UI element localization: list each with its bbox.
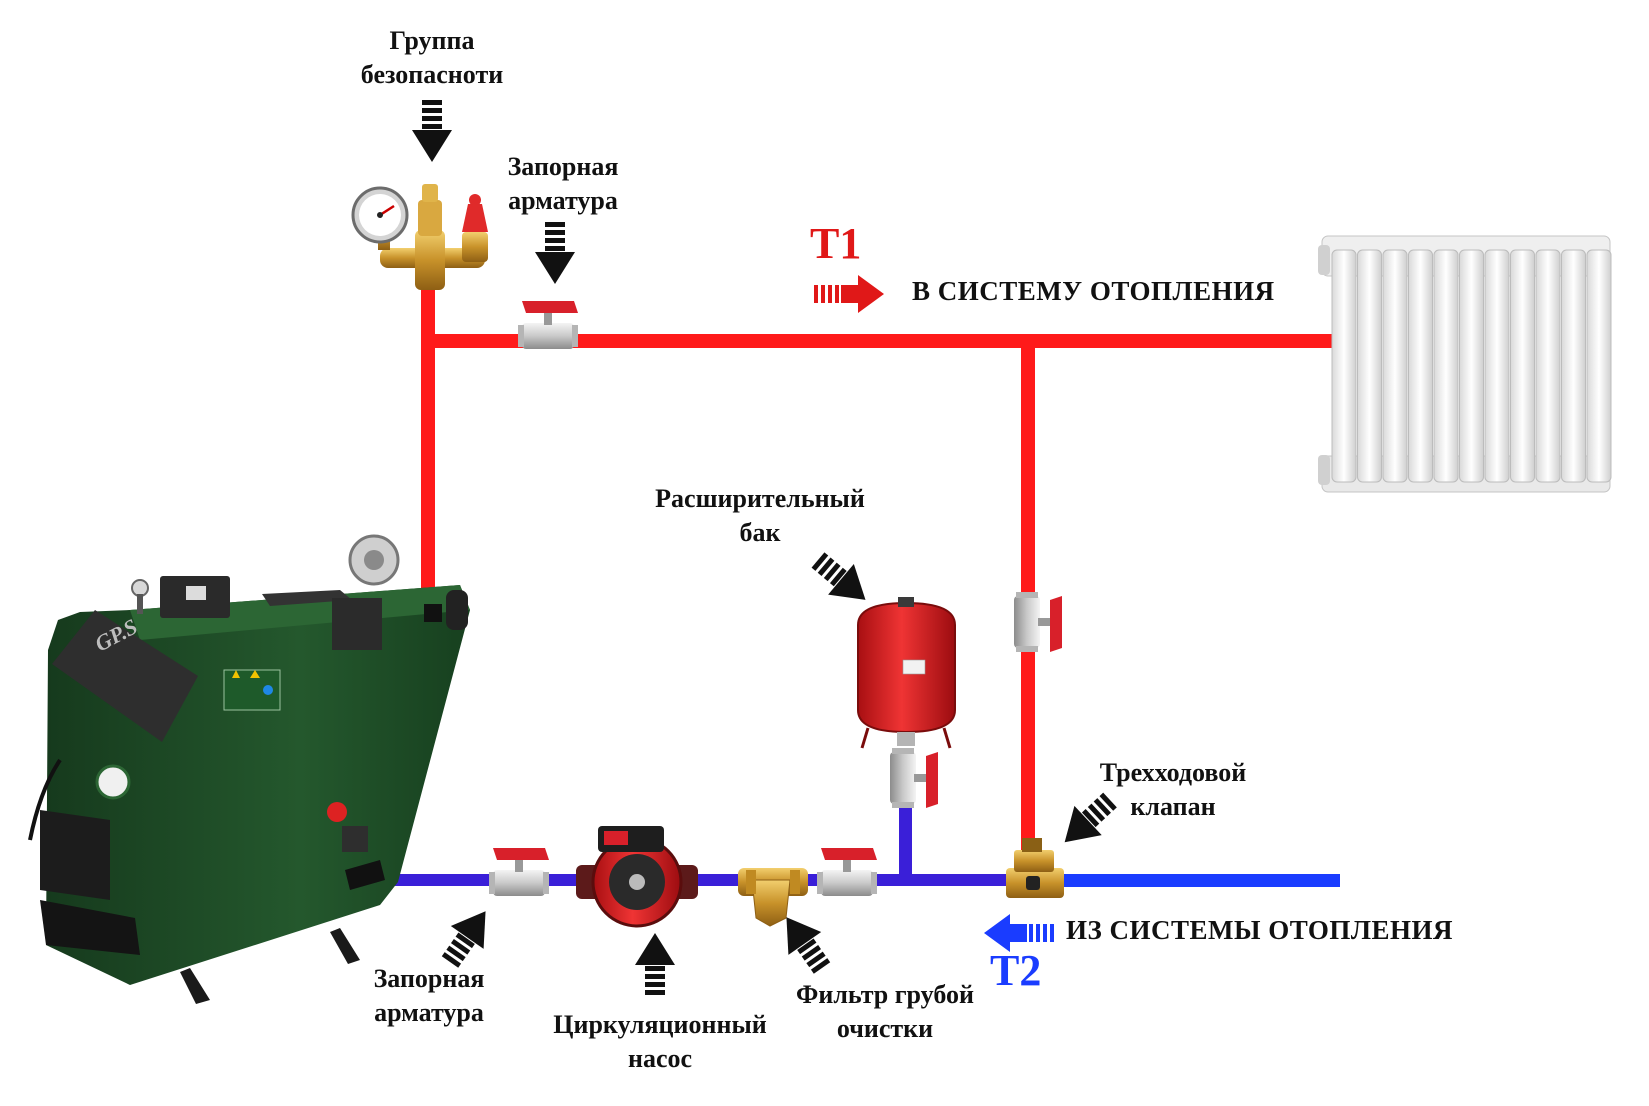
label-line: очистки: [836, 1014, 934, 1043]
radiator-section: [1433, 249, 1459, 483]
radiator-section: [1357, 249, 1382, 483]
radiator-icon: [1318, 235, 1612, 493]
arrow-icon: [811, 552, 866, 600]
label-line: бак: [739, 518, 781, 547]
arrow-icon: [412, 100, 452, 162]
radiator-section: [1408, 249, 1433, 483]
filter-icon: [738, 868, 808, 927]
ball-valve-icon: [817, 848, 877, 896]
arrow-icon: [441, 911, 486, 968]
radiator-section: [1331, 249, 1357, 483]
ball-valve-icon: [518, 301, 578, 349]
label-line: арматура: [374, 998, 484, 1027]
ball-valve-icon: [489, 848, 549, 896]
label-line: Циркуляционный: [553, 1010, 767, 1039]
label-line: Запорная: [507, 152, 619, 181]
supply-tag: T1: [810, 219, 862, 268]
label-line: Расширительный: [655, 484, 865, 513]
safety-group-label: Группа безопасноти: [352, 24, 512, 92]
return-flow-arrow-icon: [984, 914, 1054, 952]
supply-flow-arrow-icon: [814, 275, 884, 313]
ball-valve-icon: [1014, 592, 1062, 652]
supply-flow-text: В СИСТЕМУ ОТОПЛЕНИЯ: [912, 276, 1275, 306]
pressure-gauge-icon: [351, 186, 409, 244]
ball-valve-icon: [890, 748, 938, 808]
label-line: насос: [627, 1044, 693, 1073]
label-line: клапан: [1130, 792, 1216, 821]
shutoff-top-label: Запорная арматура: [488, 150, 638, 218]
arrow-icon: [1064, 792, 1117, 843]
coarse-filter-label: Фильтр грубой очистки: [780, 978, 990, 1046]
radiator-section: [1586, 249, 1612, 483]
three-way-valve: [1006, 838, 1064, 898]
return-tag: T2: [990, 946, 1042, 995]
arrow-icon: [786, 917, 831, 974]
label-line: безопасноти: [360, 60, 504, 89]
circulation-pump-label: Циркуляционный насос: [530, 1008, 790, 1076]
three-way-valve-label: Трехходовой клапан: [1078, 756, 1268, 824]
arrow-icon: [535, 222, 575, 284]
label-line: Запорная: [373, 964, 485, 993]
return-flow-text: ИЗ СИСТЕМЫ ОТОПЛЕНИЯ: [1066, 915, 1454, 945]
radiator-section: [1535, 249, 1561, 483]
expansion-tank-icon: [857, 597, 956, 749]
pump-icon: [576, 826, 698, 928]
supply-pipes: [421, 284, 1333, 864]
label-line: Трехходовой: [1099, 758, 1247, 787]
radiator-section: [1459, 249, 1484, 483]
radiator-section: [1382, 249, 1408, 483]
expansion-tank-label: Расширительный бак: [630, 482, 890, 550]
safety-group: [351, 184, 488, 290]
label-line: Фильтр грубой: [796, 980, 974, 1009]
radiator-section: [1561, 249, 1586, 483]
label-line: арматура: [508, 186, 618, 215]
shutoff-bottom-label: Запорная арматура: [354, 962, 504, 1030]
radiator-section: [1484, 249, 1510, 483]
radiator-section: [1510, 249, 1535, 483]
label-line: Группа: [389, 26, 475, 55]
boiler-icon: [28, 534, 470, 1004]
arrow-icon: [635, 933, 675, 995]
